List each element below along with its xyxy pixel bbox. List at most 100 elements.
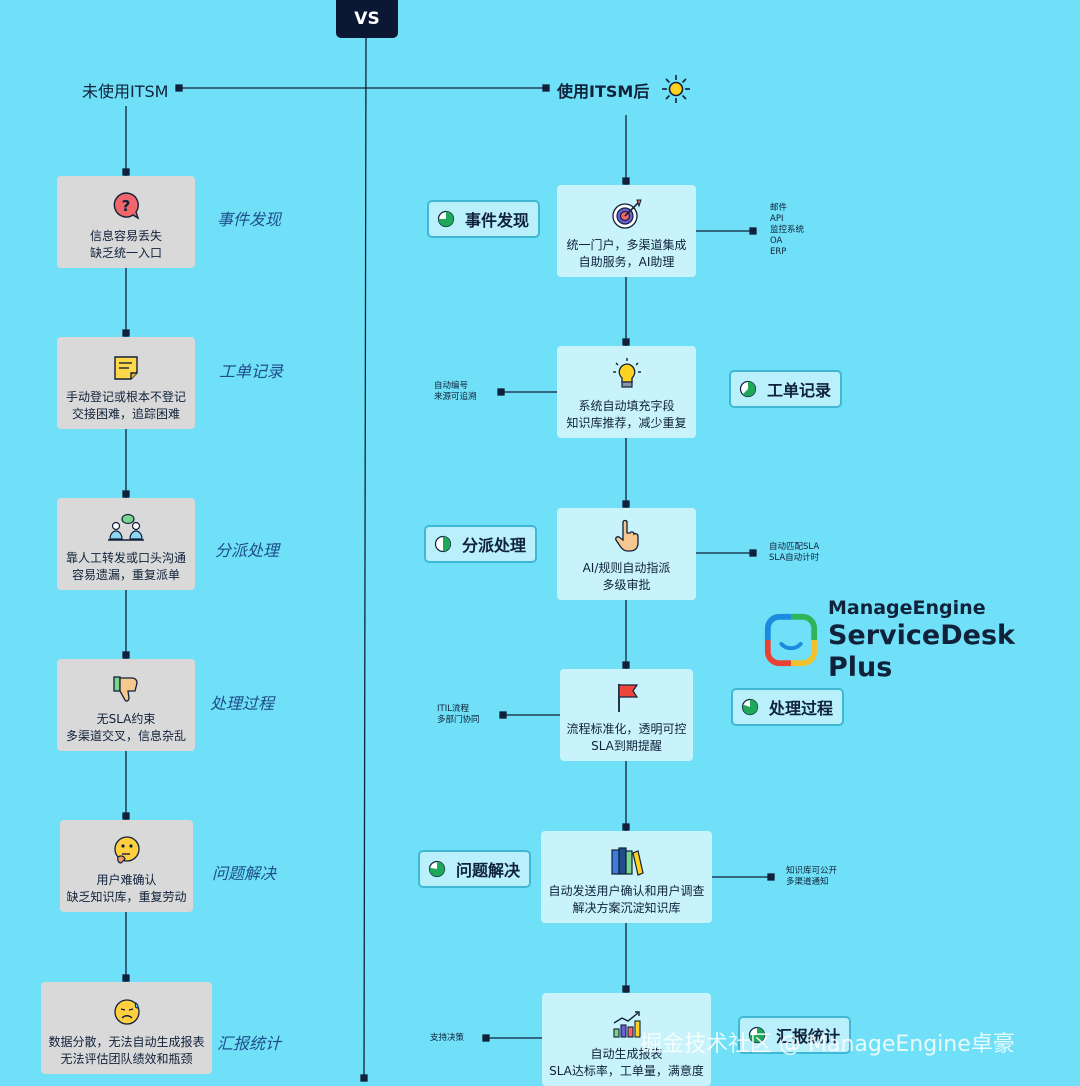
- right-header: 使用ITSM后: [557, 82, 650, 101]
- pointing-hand-icon: [614, 519, 640, 553]
- right-step-tag-label: 问题解决: [456, 861, 521, 880]
- note-line: 支持决策: [430, 1033, 465, 1043]
- right-step-tag: 汇报统计: [738, 1016, 851, 1054]
- vs-badge: VS: [336, 0, 398, 38]
- right-step-tag: 分派处理: [424, 525, 537, 563]
- right-step-tag-label: 工单记录: [767, 381, 832, 400]
- left-step-box-5: 用户难确认 缺乏知识库，重复劳动: [60, 820, 193, 912]
- left-step-line-1: 用户难确认: [96, 873, 157, 887]
- right-step-line-2: 自助服务，AI助理: [578, 255, 675, 269]
- right-step-line-2: 多级审批: [602, 578, 651, 592]
- left-step-label: 事件发现: [217, 210, 282, 229]
- right-step-tag-label: 处理过程: [769, 699, 834, 718]
- right-step-note: 邮件 API 监控系统 OA ERP: [770, 203, 804, 258]
- progress-pie-icon: [748, 1026, 766, 1044]
- right-step-tag: 处理过程: [731, 688, 844, 726]
- right-step-note: 支持决策: [430, 1033, 464, 1044]
- sweating-face-icon: [112, 997, 142, 1027]
- books-icon: [610, 846, 644, 876]
- lightbulb-icon: [611, 357, 643, 391]
- left-step-box-6: 数据分散，无法自动生成报表 无法评估团队绩效和瓶颈: [41, 982, 212, 1074]
- right-step-tag-label: 汇报统计: [776, 1027, 841, 1046]
- right-step-line-2: 解决方案沉淀知识库: [572, 901, 681, 915]
- right-step-line-2: SLA达标率，工单量，满意度: [549, 1064, 704, 1078]
- progress-pie-icon: [434, 535, 452, 553]
- right-step-box-1: 统一门户，多渠道集成 自助服务，AI助理: [557, 185, 696, 277]
- note-line: 自动匹配SLA: [769, 542, 820, 552]
- people-talking-icon: [108, 513, 144, 543]
- progress-pie-icon: [437, 210, 455, 228]
- left-step-label: 汇报统计: [217, 1034, 282, 1053]
- question-bubble-icon: ?: [111, 191, 141, 221]
- thumbs-down-icon: [112, 674, 140, 704]
- left-step-line-2: 交接困难，追踪困难: [71, 407, 180, 421]
- left-step-line-1: 手动登记或根本不登记: [65, 390, 186, 404]
- logo-brand: ManageEngine: [827, 597, 986, 619]
- note-line: 邮件: [770, 203, 788, 213]
- note-line: OA: [770, 236, 783, 246]
- left-step-line-2: 多渠道交叉，信息杂乱: [65, 729, 186, 743]
- note-line: 自动编号: [434, 381, 469, 391]
- left-step-line-2: 缺乏知识库，重复劳动: [66, 890, 187, 904]
- note-line: ERP: [770, 247, 787, 257]
- left-header: 未使用ITSM: [82, 82, 169, 101]
- right-step-tag: 工单记录: [729, 370, 842, 408]
- note-line: 知识库可公开: [786, 866, 838, 876]
- note-line: 监控系统: [770, 225, 805, 235]
- right-step-tag: 事件发现: [427, 200, 540, 238]
- left-step-line-2: 无法评估团队绩效和瓶颈: [60, 1052, 193, 1066]
- note-line: API: [770, 214, 784, 224]
- right-step-box-4: 流程标准化，透明可控 SLA到期提醒: [560, 669, 693, 761]
- right-step-line-1: 统一门户，多渠道集成: [566, 238, 687, 252]
- right-step-tag-label: 分派处理: [462, 536, 527, 555]
- right-step-line-1: 自动生成报表: [590, 1047, 663, 1061]
- thinking-face-icon: [112, 835, 142, 865]
- watermark: 掘金技术社区 @ ManageEngine卓豪: [640, 1032, 1015, 1057]
- progress-pie-icon: [739, 380, 757, 398]
- right-step-line-2: SLA到期提醒: [591, 739, 662, 753]
- right-step-line-1: 流程标准化，透明可控: [566, 722, 687, 736]
- right-step-box-3: AI/规则自动指派 多级审批: [557, 508, 696, 600]
- right-step-box-5: 自动发送用户确认和用户调查 解决方案沉淀知识库: [541, 831, 712, 923]
- right-step-box-2: 系统自动填充字段 知识库推荐，减少重复: [557, 346, 696, 438]
- note-line: SLA自动计时: [769, 553, 820, 563]
- right-step-line-1: 系统自动填充字段: [578, 399, 675, 413]
- manageengine-logo: ManageEngine ServiceDesk Plus: [762, 596, 1080, 684]
- right-step-tag: 问题解决: [418, 850, 531, 888]
- red-flag-icon: [614, 682, 640, 714]
- left-step-label: 工单记录: [219, 362, 284, 381]
- progress-pie-icon: [741, 698, 759, 716]
- right-step-line-1: AI/规则自动指派: [582, 561, 671, 575]
- note-line: 多部门协同: [437, 715, 480, 725]
- progress-pie-icon: [428, 860, 446, 878]
- left-step-line-2: 容易遗漏，重复派单: [71, 568, 180, 582]
- right-step-line-2: 知识库推荐，减少重复: [566, 416, 687, 430]
- left-step-line-1: 信息容易丢失: [89, 229, 162, 243]
- right-step-note: 知识库可公开 多渠道通知: [786, 866, 837, 888]
- right-step-note: 自动匹配SLA SLA自动计时: [769, 542, 819, 564]
- svg-text:?: ?: [122, 197, 131, 215]
- bar-chart-icon: [611, 1009, 643, 1039]
- left-step-box-4: 无SLA约束 多渠道交叉，信息杂乱: [57, 659, 195, 751]
- sun-icon: [660, 73, 692, 109]
- right-step-tag-label: 事件发现: [465, 211, 530, 230]
- left-step-label: 问题解决: [212, 864, 277, 883]
- left-step-line-1: 无SLA约束: [96, 712, 156, 726]
- target-icon: [611, 198, 643, 230]
- logo-product: ServiceDesk Plus: [827, 620, 1015, 683]
- right-step-box-6: 自动生成报表 SLA达标率，工单量，满意度: [542, 993, 711, 1086]
- left-step-box-2: 手动登记或根本不登记 交接困难，追踪困难: [57, 337, 195, 429]
- left-step-line-1: 靠人工转发或口头沟通: [65, 551, 186, 565]
- left-step-label: 分派处理: [215, 541, 280, 560]
- left-step-box-1: ? 信息容易丢失 缺乏统一入口: [57, 176, 195, 268]
- left-step-label: 处理过程: [210, 694, 275, 713]
- note-line: 来源可追溯: [434, 392, 477, 402]
- note-line: ITIL流程: [437, 704, 469, 714]
- right-step-line-1: 自动发送用户确认和用户调查: [548, 884, 705, 898]
- right-step-note: 自动编号 来源可追溯: [434, 381, 477, 403]
- sticky-note-icon: [112, 354, 140, 382]
- left-step-box-3: 靠人工转发或口头沟通 容易遗漏，重复派单: [57, 498, 195, 590]
- left-step-line-2: 缺乏统一入口: [89, 246, 162, 260]
- right-step-note: ITIL流程 多部门协同: [437, 704, 480, 726]
